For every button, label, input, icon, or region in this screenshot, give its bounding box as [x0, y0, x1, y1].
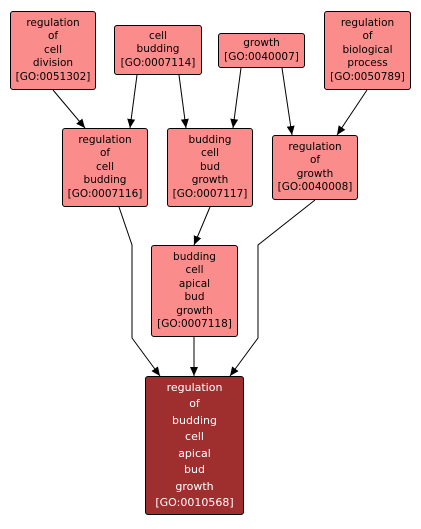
node-label-line: cell [185, 430, 204, 443]
node-label-line: bud [200, 160, 220, 173]
node-label-line: budding [173, 250, 216, 263]
node-go-id: [GO:0007117] [172, 187, 248, 200]
node-label-line: apical [178, 446, 211, 460]
node-label-line: division [32, 57, 74, 70]
node-label-line: cell [95, 160, 115, 173]
edge-n0040008-to-n0010568 [229, 199, 316, 377]
node-label-line: regulation [340, 16, 395, 29]
node-label-line: growth [296, 167, 334, 180]
edge-n0007116-to-n0010568 [118, 206, 161, 377]
node-label-line: of [309, 154, 321, 166]
node-label-line: budding [172, 413, 217, 427]
node-go-id: [GO:0040007] [224, 50, 299, 63]
node-label-line: bud [184, 291, 205, 303]
node-label-line: growth [176, 304, 213, 317]
node-go-id: [GO:0040008] [277, 181, 353, 193]
node-label-line: growth [175, 479, 214, 493]
node-label-line: regulation [78, 133, 132, 146]
node-label-line: growth [191, 174, 229, 187]
node-label-line: cell [185, 264, 204, 276]
node-label-line: budding [83, 174, 127, 187]
node-label-line: of [99, 147, 111, 160]
node-label-line: of [47, 30, 59, 43]
node-go-id: [GO:0051302] [15, 70, 91, 83]
node-label-line: regulation [288, 140, 342, 153]
node-go-0010568[interactable]: regulation of budding cell apical bud growth [G… [145, 376, 244, 515]
node-label-line: bud [184, 463, 205, 476]
node-go-id: [GO:0050789] [330, 70, 405, 83]
node-label-line: budding [136, 43, 180, 56]
node-label-line: cell [43, 43, 63, 56]
node-label-line: of [189, 397, 200, 410]
node-label-line: budding [188, 133, 232, 146]
edge-n0040007-to-n0040008 [281, 67, 295, 136]
node-label-line: biological [342, 43, 393, 56]
node-go-id: [GO:0010568] [155, 496, 234, 509]
edge-n0007117-to-n0007118 [193, 206, 211, 246]
node-label-line: apical [178, 277, 211, 290]
edge-n0007114-to-n0007117 [178, 74, 189, 129]
node-label-line: cell [200, 147, 220, 160]
edge-n0051302-to-n0007116 [52, 89, 86, 129]
node-label-line: regulation [26, 16, 80, 29]
node-go-0040007[interactable]: growth[GO:0040007] [218, 33, 305, 68]
edge-n0007114-to-n0007116 [127, 74, 138, 129]
edge-n0040007-to-n0007117 [230, 67, 242, 129]
node-label-line: of [362, 30, 373, 43]
node-label-line: cell [148, 29, 168, 42]
node-label-line: regulation [166, 380, 223, 394]
node-label-line: growth [243, 37, 280, 49]
node-label-line: process [347, 57, 388, 70]
node-go-id: [GO:0007114] [120, 56, 196, 69]
node-go-id: [GO:0007118] [157, 318, 232, 330]
node-go-id: [GO:0007116] [67, 187, 143, 200]
edge-n0050789-to-n0040008 [336, 89, 368, 136]
